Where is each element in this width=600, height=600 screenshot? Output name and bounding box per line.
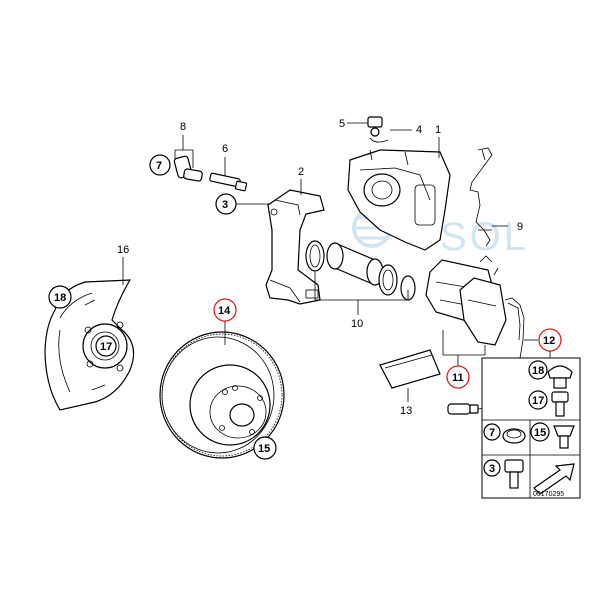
dust-shield (44, 279, 135, 411)
piston-seals (305, 240, 416, 301)
bolt-15 (553, 425, 575, 449)
watermark: SOL (352, 208, 529, 259)
bolt-17 (551, 391, 569, 417)
highlight-circle-14 (213, 298, 237, 322)
box-label-7: 7 (489, 427, 495, 439)
catalog-code: 00170295 (533, 491, 564, 498)
box-label-15: 15 (534, 427, 546, 439)
cap-7 (502, 428, 526, 444)
bolt-3 (504, 459, 524, 489)
brake-caliper (347, 149, 451, 251)
label-6: 6 (222, 143, 228, 155)
label-10: 10 (351, 318, 363, 330)
label-1: 1 (435, 124, 441, 136)
label-18: 18 (54, 292, 66, 304)
label-7: 7 (156, 160, 162, 172)
highlight-circle-11 (446, 365, 470, 389)
label-11: 11 (452, 372, 464, 384)
label-8: 8 (180, 121, 186, 133)
bleeder-valve (367, 116, 389, 143)
label-14: 14 (218, 305, 231, 317)
label-13: 13 (400, 405, 412, 417)
wear-sensor (447, 297, 525, 415)
arrow-icon (533, 463, 575, 495)
label-9: 9 (517, 221, 523, 233)
label-12: 12 (543, 335, 555, 347)
box-label-17: 17 (532, 395, 544, 407)
label-4: 4 (416, 124, 422, 136)
brake-disc (159, 331, 285, 459)
brake-pads (425, 255, 507, 346)
box-label-18: 18 (532, 365, 544, 377)
label-16: 16 (117, 244, 129, 256)
label-3: 3 (222, 199, 228, 211)
label-2: 2 (298, 166, 304, 178)
label-5: 5 (339, 118, 345, 130)
box-label-3: 3 (489, 463, 495, 475)
caliper-carrier (265, 189, 325, 305)
shim-pack (379, 349, 441, 389)
label-17: 17 (100, 341, 112, 353)
cap-18 (547, 365, 573, 389)
watermark-text: SOL (440, 215, 529, 259)
anti-rattle-spring (469, 147, 493, 247)
label-15: 15 (258, 443, 270, 455)
